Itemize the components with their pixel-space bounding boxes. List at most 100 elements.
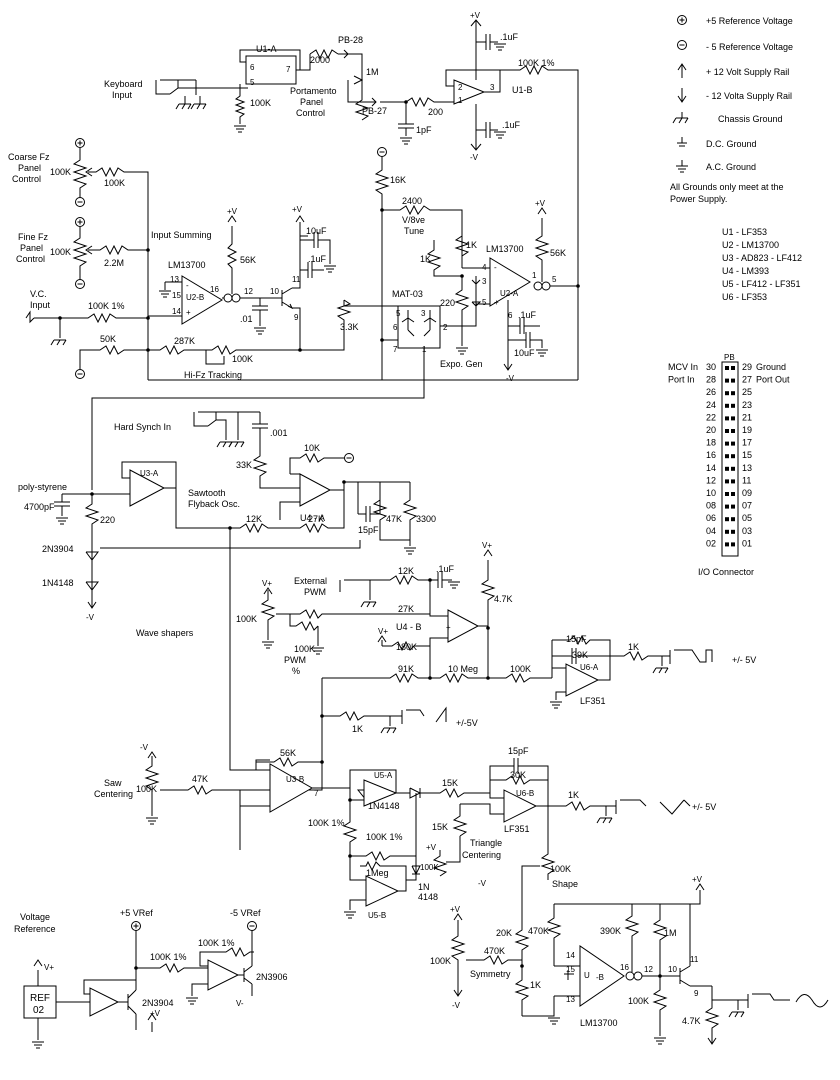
cap-value: 4700pF [24, 502, 55, 512]
portamento-section: Keyboard Input 100K U1-A 657 2000 PB-28 … [104, 11, 579, 380]
svg-text:3: 3 [482, 277, 487, 286]
resistor-value: 100K [250, 98, 271, 108]
tune-label: V/8ve [402, 215, 425, 225]
resistor-value: 200 [428, 107, 443, 117]
svg-text:10: 10 [270, 287, 279, 296]
svg-text:+: + [494, 298, 499, 307]
pin-number: 22 [706, 412, 716, 422]
svg-text:6: 6 [508, 311, 513, 320]
pin-pad [731, 391, 735, 396]
svg-text:+V: +V [692, 875, 703, 884]
pin-right-label: Ground [756, 362, 786, 372]
svg-text:14: 14 [172, 307, 181, 316]
cap-value: .1uF [502, 120, 521, 130]
svg-text:+V: +V [292, 205, 303, 214]
hifz-label: Hi-Fz Tracking [184, 370, 242, 380]
resistor-value: 1K [568, 790, 579, 800]
vc-label: V.C. [30, 289, 47, 299]
vc-label: Input [30, 300, 51, 310]
cap-value: 10uF [306, 226, 327, 236]
cap-value: .1uF [308, 254, 327, 264]
resistor-value: 33K [236, 460, 252, 470]
pin-right-label: Port Out [756, 375, 790, 385]
pin-pad [731, 454, 735, 459]
cap-value: 15pF [508, 746, 529, 756]
pin-pad [725, 454, 729, 459]
output-label: +/-5V [456, 718, 478, 728]
sawtooth-label: Sawtooth [188, 488, 226, 498]
resistor-value: 180K [396, 642, 417, 652]
resistor-value: 100K 1% [198, 938, 235, 948]
input-summing-label: Input Summing [151, 230, 212, 240]
ic-label: U5-A [374, 771, 393, 780]
svg-text:6: 6 [250, 63, 255, 72]
svg-text:15: 15 [172, 291, 181, 300]
pot-value: 100K [136, 784, 157, 794]
ic-label: LM13700 [486, 244, 524, 254]
pin-number: 06 [706, 513, 716, 523]
resistor-value: 16K [390, 175, 406, 185]
legend-label: D.C. Ground [706, 139, 757, 149]
pot-value: 100K [236, 614, 257, 624]
resistor-value: 4.7K [494, 594, 513, 604]
ic-label: U6-B [516, 789, 534, 798]
vref-label: Reference [14, 924, 56, 934]
legend-label: A.C. Ground [706, 162, 756, 172]
symmetry-label: Symmetry [470, 969, 511, 979]
svg-text:11: 11 [690, 955, 699, 964]
pin-number: 16 [706, 450, 716, 460]
pin-number: 30 [706, 362, 716, 372]
ic-label: U3-A [140, 469, 159, 478]
svg-text:+: + [446, 623, 451, 632]
pin-number: 26 [706, 387, 716, 397]
resistor-value: 2400 [402, 196, 422, 206]
pin-number: 24 [706, 400, 716, 410]
pot-value: 1K [420, 254, 431, 264]
svg-text:1: 1 [532, 271, 537, 280]
resistor-value: 100K 1% [150, 952, 187, 962]
resistor-value: 27K [308, 514, 324, 524]
pin-pad [731, 466, 735, 471]
tune-label: Tune [404, 226, 424, 236]
pin-pad [731, 529, 735, 534]
resistor-value: 3300 [416, 514, 436, 524]
pin-number: 09 [742, 488, 752, 498]
pin-pad [725, 517, 729, 522]
expo-gen-label: Expo. Gen [440, 359, 483, 369]
symmetry-section: 20K 1K 470K +V +V -V 100K Symmetry 470K … [430, 875, 829, 1045]
sawtooth-label: Flyback Osc. [188, 499, 240, 509]
polystyrene-label: poly-styrene [18, 482, 67, 492]
cap-value: .1uF [500, 32, 519, 42]
svg-text:10: 10 [668, 965, 677, 974]
connector-header: PB [724, 353, 735, 362]
svg-text:11: 11 [292, 275, 301, 284]
svg-text:7: 7 [393, 345, 398, 354]
pin-number: 11 [742, 475, 751, 485]
transistor-label: 2N3904 [42, 544, 74, 554]
pin-number: 20 [706, 425, 716, 435]
svg-text:-V: -V [478, 879, 487, 888]
pin-pad [725, 416, 729, 421]
pin-pad [731, 403, 735, 408]
resistor-value: 287K [174, 336, 195, 346]
fine-label: Control [16, 254, 45, 264]
pin-number: 13 [742, 463, 752, 473]
ic-label: U2-B [186, 293, 204, 302]
resistor-value: 27K [398, 604, 414, 614]
resistor-value: 100K [510, 664, 531, 674]
wave-shapers-label: Wave shapers [136, 628, 194, 638]
resistor-value: 1K [352, 724, 363, 734]
legend-note: Power Supply. [670, 194, 727, 204]
resistor-value: 12K [246, 514, 262, 524]
svg-text:9: 9 [294, 313, 299, 322]
part-item: U5 - LF412 - LF351 [722, 279, 801, 289]
part-item: U4 - LM393 [722, 266, 769, 276]
resistor-value: 2.2M [104, 258, 124, 268]
saw-centering-label: Saw [104, 778, 122, 788]
resistor-value: 39K [572, 650, 588, 660]
